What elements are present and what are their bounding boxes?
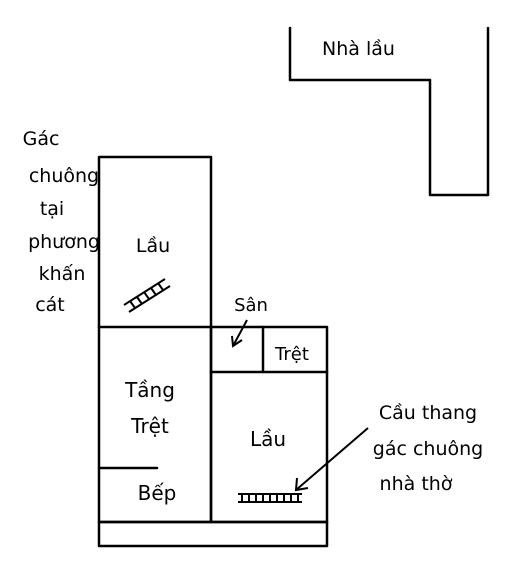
arrow-icon [231,319,248,348]
label-san: Sân [234,295,268,316]
label-gac-chuong: Gác chuông tại phương khấn cát [23,128,100,316]
bottom-strip [97,520,329,548]
right-block [209,325,329,524]
svg-text:cát: cát [35,294,65,316]
label-lau-lower: Lầu [250,427,286,451]
arrow-icon [294,427,369,492]
svg-text:Tầng: Tầng [124,378,175,402]
label-tang-tret: Tầng Trệt [124,378,175,438]
label-lau-upper: Lầu [136,235,170,257]
ladder-icon [238,493,302,503]
room-lau-upper [97,155,213,329]
svg-text:nhà thờ: nhà thờ [380,473,453,495]
label-bep: Bếp [138,481,177,505]
svg-text:gác chuông: gác chuông [373,438,483,460]
svg-text:khấn: khấn [39,263,86,285]
svg-text:phương: phương [28,231,100,253]
label-nha-lau: Nhà lầu [322,38,395,60]
svg-text:Cầu thang: Cầu thang [379,402,477,424]
ladder-icon [123,278,171,313]
svg-text:chuông: chuông [29,165,99,187]
svg-text:tại: tại [40,198,64,220]
label-cau-thang: Cầu thang gác chuông nhà thờ [373,402,483,495]
svg-text:Trệt: Trệt [130,414,169,438]
nha-lau-outline [288,26,490,197]
label-tret-small: Trệt [274,344,309,365]
svg-text:Gác: Gác [23,128,60,150]
